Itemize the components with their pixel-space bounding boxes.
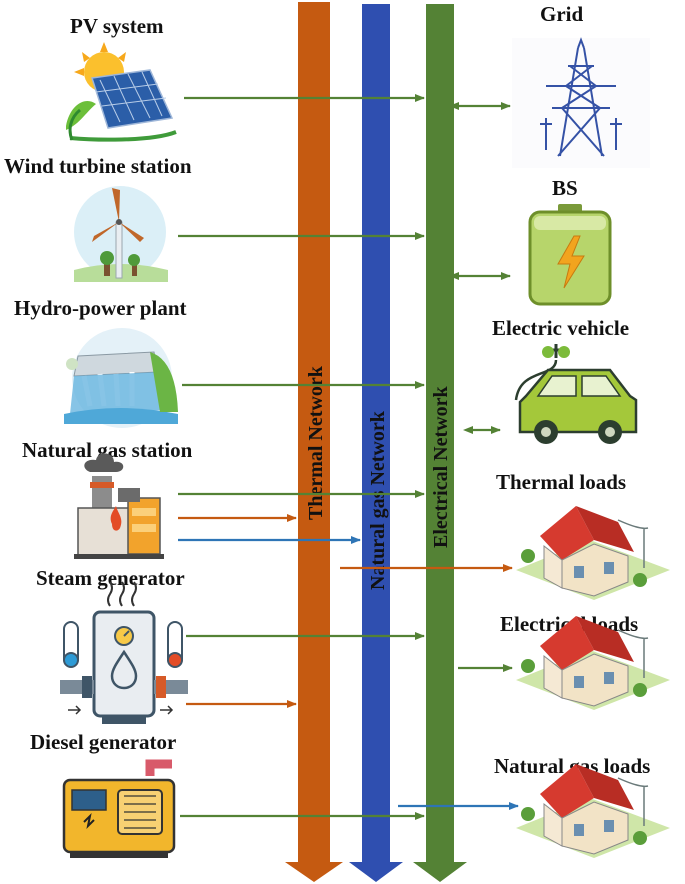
- battery-icon: [528, 204, 612, 306]
- label-electric-vehicle: Electric vehicle: [492, 316, 630, 340]
- house-icon: [516, 616, 670, 710]
- label-wind-turbine-station: Wind turbine station: [4, 154, 192, 178]
- electrical-network-bus: Electrical Network: [413, 4, 467, 882]
- label-thermal-loads: Thermal loads: [496, 470, 627, 494]
- house-icon: [516, 506, 670, 600]
- natural-gas-network-label: Natural gas Network: [367, 410, 389, 590]
- hydro-dam-icon: [64, 328, 178, 428]
- label-steam-generator: Steam generator: [36, 566, 185, 590]
- label-diesel-generator: Diesel generator: [30, 730, 177, 754]
- transmission-tower-icon: [512, 37, 650, 168]
- house-icon: [516, 764, 670, 858]
- electrical-network-label: Electrical Network: [430, 386, 452, 548]
- label-grid: Grid: [540, 2, 584, 26]
- thermal-network-bus: Thermal Network: [285, 2, 343, 882]
- thermal-network-label: Thermal Network: [305, 365, 327, 520]
- label-pv-system: PV system: [70, 14, 164, 38]
- gas-station-factory-icon: [74, 453, 164, 559]
- label-bs: BS: [552, 176, 578, 200]
- diesel-generator-icon: [62, 759, 176, 858]
- steam-boiler-icon: [60, 581, 188, 724]
- label-hydro-power-plant: Hydro-power plant: [14, 296, 187, 320]
- natural-gas-network-bus: Natural gas Network: [349, 4, 403, 882]
- wind-turbine-icon: [74, 186, 168, 282]
- sun-solar-panel-icon: [66, 42, 177, 142]
- electric-car-icon: [514, 344, 638, 444]
